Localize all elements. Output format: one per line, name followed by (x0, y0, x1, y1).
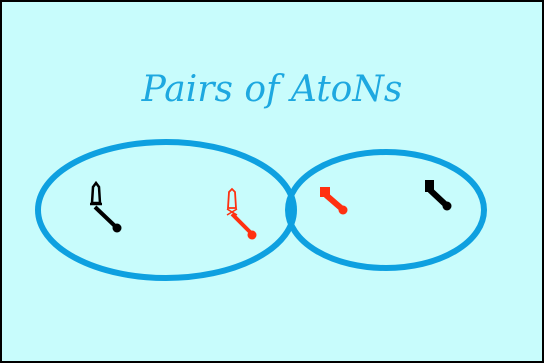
light-tower-icon (226, 187, 257, 240)
pair-ellipse-2 (285, 149, 487, 271)
light-tower-icon (90, 180, 122, 233)
diagram-title: Pairs of AtoNs (141, 69, 403, 110)
buoy-icon (425, 180, 452, 211)
pair-ellipse-1 (35, 139, 297, 281)
buoy-icon (320, 187, 348, 215)
